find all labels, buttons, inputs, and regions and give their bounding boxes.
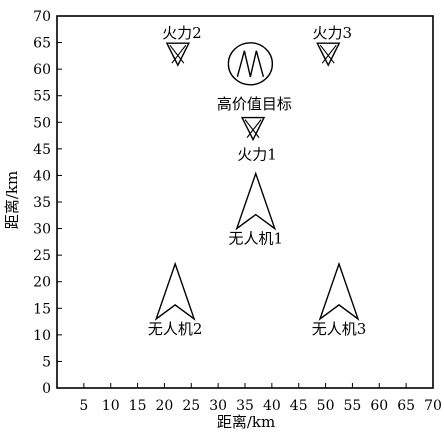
x-axis-label: 距离/km [217,413,275,431]
uav-1-arrow-icon [235,171,277,231]
uav-2-label: 无人机2 [148,320,203,338]
fire-unit-3-icon [316,42,341,67]
cross-line [244,119,260,138]
y-tick-label: 5 [42,354,51,370]
x-tick-label: 70 [424,398,442,414]
high-value-target-label: 高价值目标 [217,95,292,113]
y-tick-label: 15 [33,301,51,317]
y-tick-label: 20 [33,275,51,291]
x-tick-label: 10 [102,398,120,414]
fire-unit-2-icon [165,42,190,67]
x-tick-label: 25 [182,398,200,414]
x-tick-label: 15 [129,398,147,414]
triangle-shape [240,116,266,142]
x-tick-label: 50 [317,398,335,414]
y-tick-label: 25 [33,248,51,264]
y-tick-label: 50 [33,115,51,131]
x-tick-label: 55 [344,398,362,414]
y-tick-label: 70 [33,9,51,25]
fire-unit-1-icon [240,116,266,142]
x-tick-label: 5 [79,398,88,414]
x-tick-label: 35 [236,398,254,414]
x-axis-ticks: 5 10 15 20 25 30 35 40 45 50 55 60 65 70 [79,383,442,414]
fire-unit-2: 火力2 [162,24,202,67]
cross-line [169,44,185,64]
uav-3-arrow-icon [318,261,360,321]
triangle-shape [316,42,341,67]
triangle-shape [165,42,190,67]
y-tick-label: 30 [33,222,51,238]
fire-unit-3: 火力3 [312,24,352,67]
y-tick-label: 65 [33,36,51,52]
x-tick-label: 30 [209,398,227,414]
plot-frame [56,15,434,389]
y-tick-label: 10 [33,328,51,344]
x-tick-label: 20 [156,398,174,414]
fire-unit-1-label: 火力1 [237,146,277,164]
y-axis-label: 距离/km [3,171,21,229]
x-tick-label: 60 [370,398,388,414]
y-tick-label: 35 [33,195,51,211]
high-value-target: 高价值目标 [217,42,292,113]
uav-2-arrow-icon [154,261,196,321]
uav-3: 无人机3 [312,261,367,338]
fire-unit-1: 火力1 [237,116,277,164]
uav-2: 无人机2 [148,261,203,338]
y-axis-ticks: 0 5 10 15 20 25 30 35 40 45 50 55 60 65 70 [33,9,62,397]
uav-1: 无人机1 [228,171,283,248]
cross-line [246,119,262,138]
y-tick-label: 55 [33,89,51,105]
uav-3-label: 无人机3 [312,320,367,338]
cross-line [171,44,187,64]
y-tick-label: 40 [33,168,51,184]
y-tick-label: 60 [33,62,51,78]
high-value-target-ellipse [227,42,274,86]
x-tick-label: 40 [263,398,281,414]
fire-unit-3-label: 火力3 [312,24,352,42]
cross-line [321,44,337,64]
x-tick-label: 65 [397,398,415,414]
y-tick-label: 0 [42,381,51,397]
x-tick-label: 45 [290,398,308,414]
fire-unit-2-label: 火力2 [162,24,202,42]
cross-line [319,44,335,64]
y-tick-label: 45 [33,142,51,158]
uav-1-label: 无人机1 [228,230,283,248]
high-value-target-m-icon [236,50,265,78]
